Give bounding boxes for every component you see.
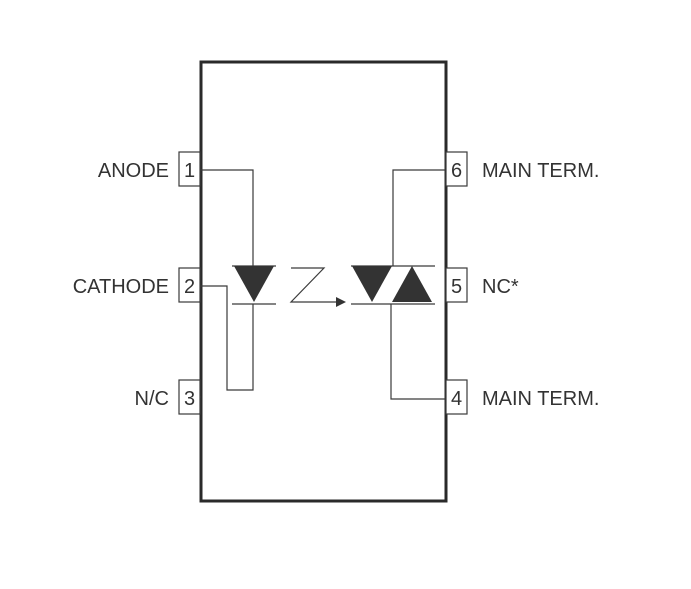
pin-3-number: 3: [184, 388, 195, 410]
main-term-6-wire: [392, 169, 445, 266]
anode-wire: [200, 169, 254, 266]
triac-up-triangle: [392, 266, 432, 302]
pin-3-label: N/C: [135, 388, 169, 410]
pin-1-box: [178, 151, 201, 187]
light-arrow-head: [336, 297, 346, 307]
cathode-wire: [200, 285, 254, 391]
pin-3-box: [178, 379, 201, 415]
main-term-4-wire: [390, 304, 445, 400]
pin-6-number: 6: [451, 160, 462, 182]
pin-6-box: [445, 151, 468, 187]
pin-6-label: MAIN TERM.: [482, 160, 599, 182]
pin-2-box: [178, 267, 201, 303]
pin-1-label: ANODE: [98, 160, 169, 182]
led-diode-symbol: [234, 266, 274, 302]
pin-5-label: NC*: [482, 276, 519, 298]
pin-5-box: [445, 267, 468, 303]
pin-1-number: 1: [184, 160, 195, 182]
pin-5-number: 5: [451, 276, 462, 298]
pin-2-number: 2: [184, 276, 195, 298]
pin-4-box: [445, 379, 468, 415]
pin-2-label: CATHODE: [73, 276, 169, 298]
pin-4-number: 4: [451, 388, 462, 410]
pin-4-label: MAIN TERM.: [482, 388, 599, 410]
triac-down-triangle: [352, 266, 392, 302]
light-emission-arrow: [289, 267, 336, 303]
